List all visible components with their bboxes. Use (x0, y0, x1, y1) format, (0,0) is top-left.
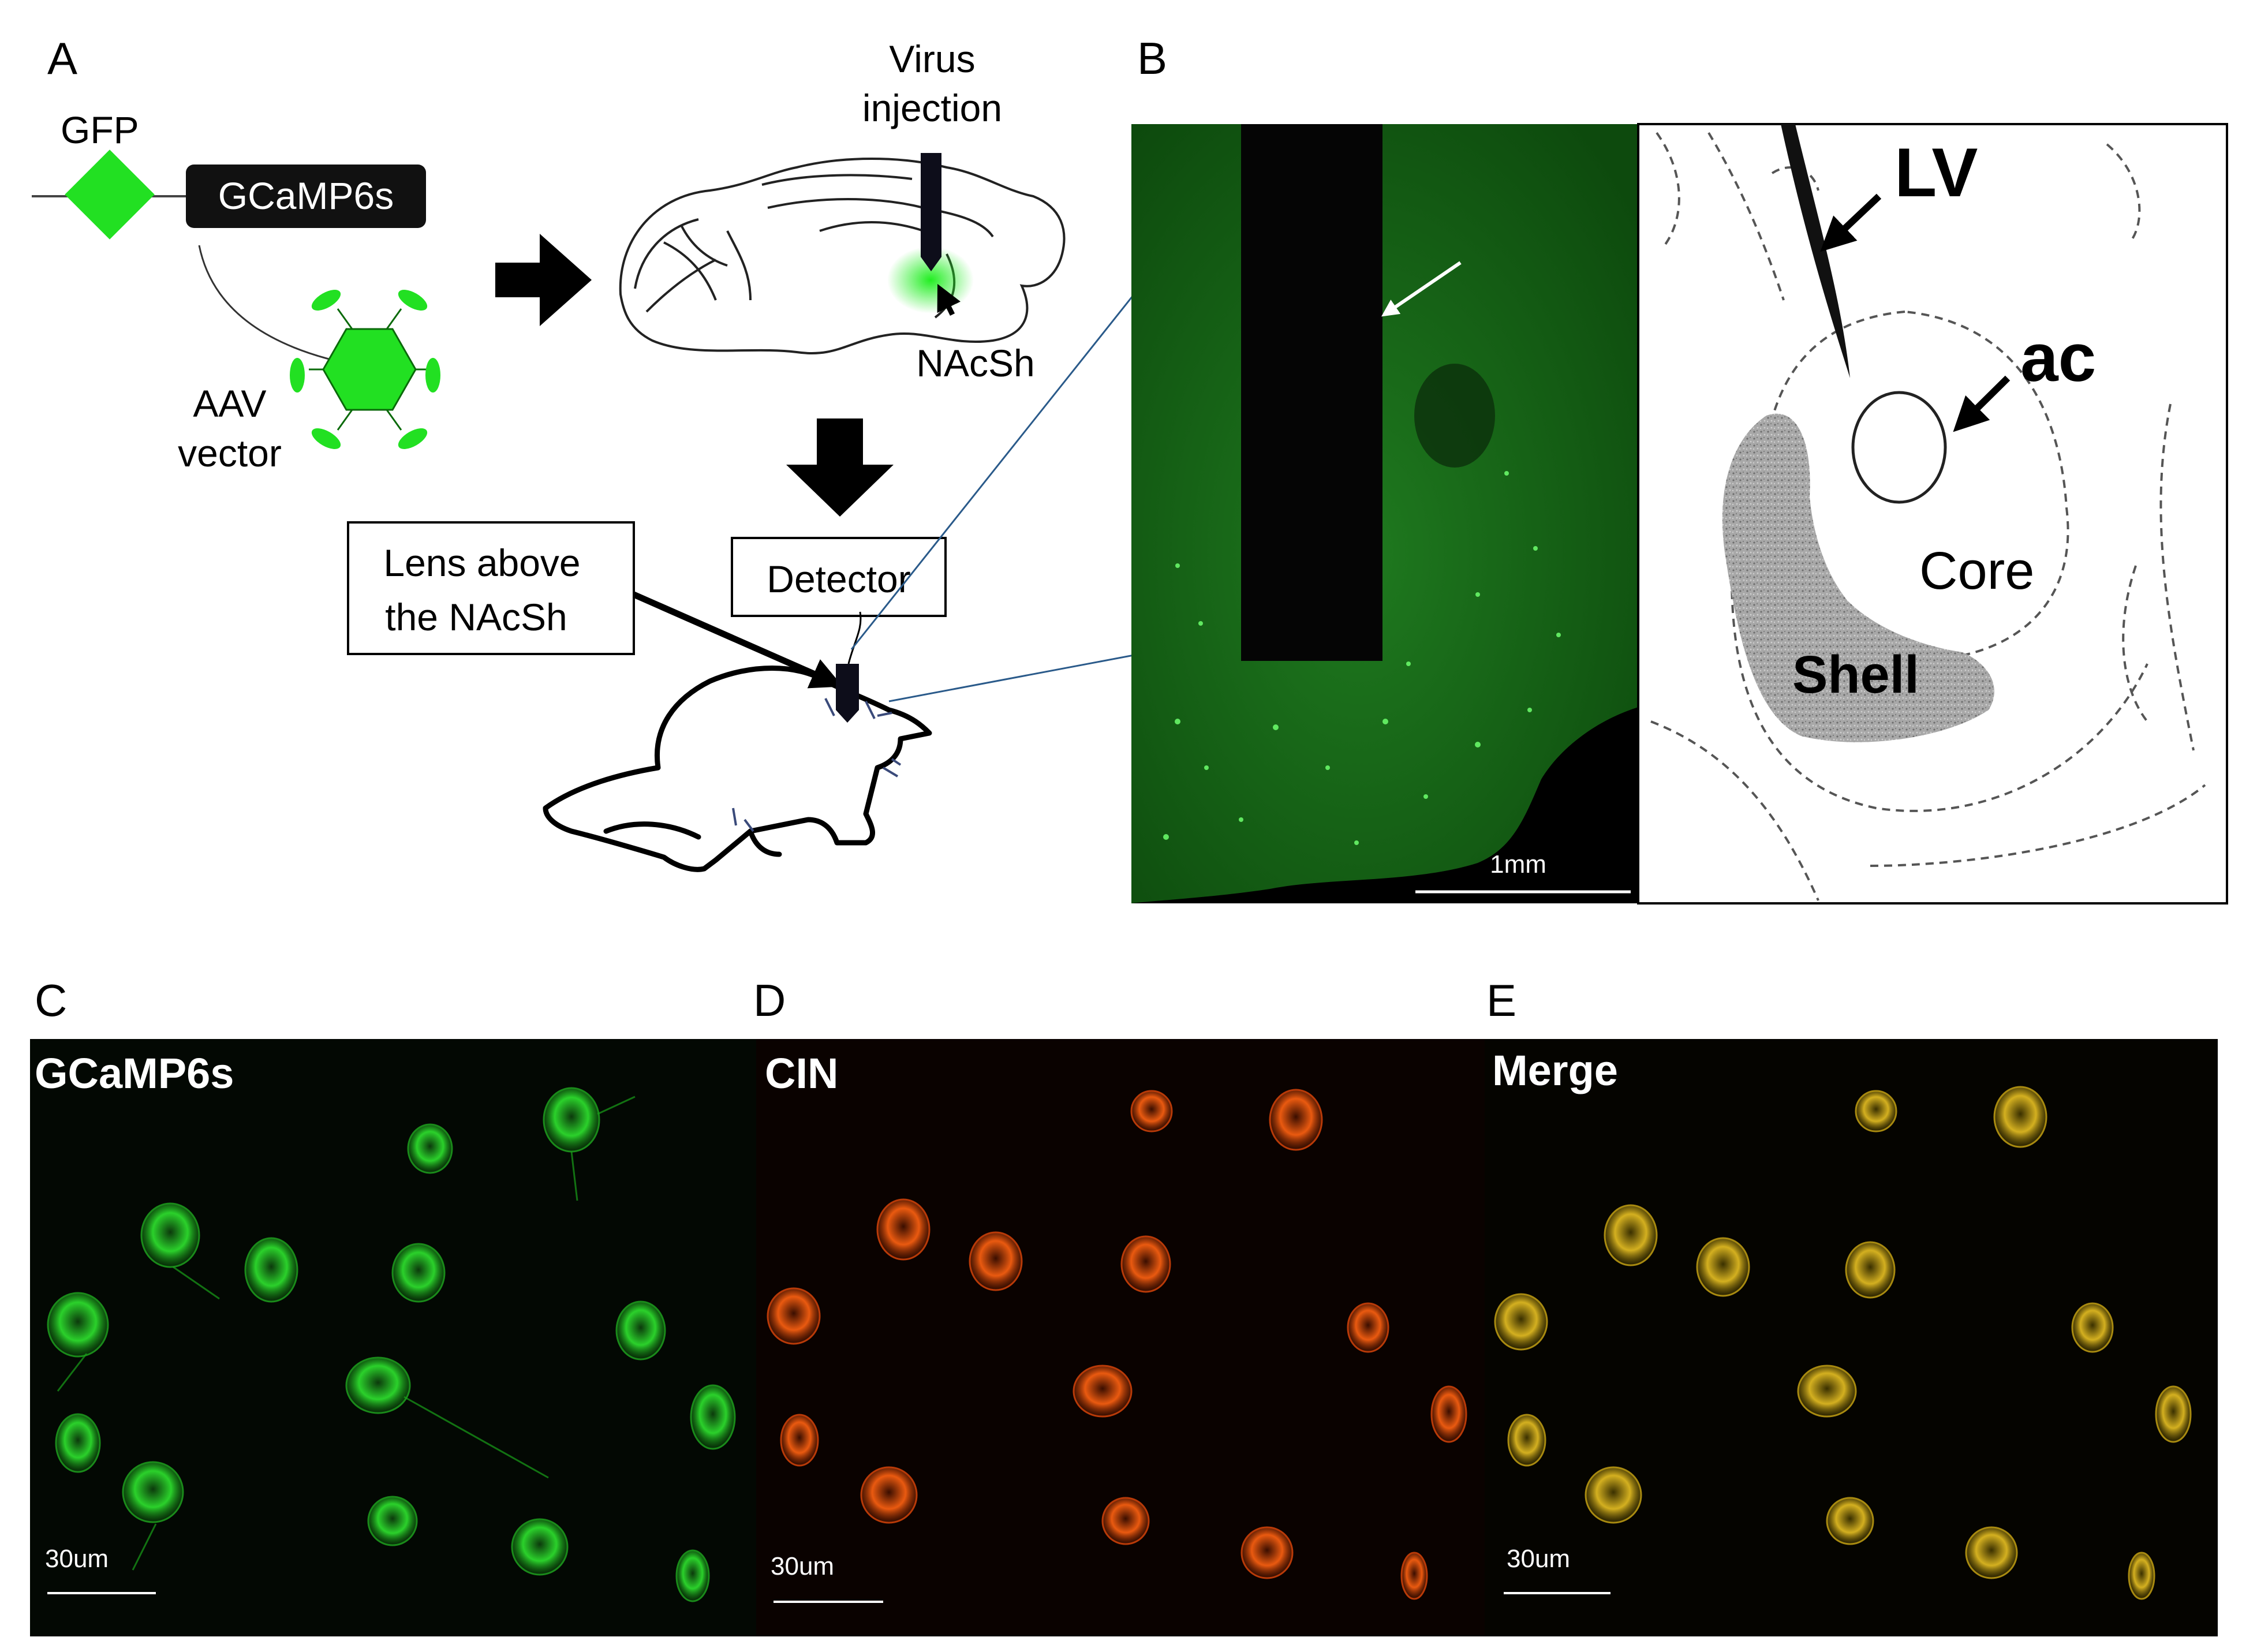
flow-arrow-right (495, 234, 592, 326)
channel-label-cin: CIN (765, 1049, 838, 1097)
mouse-implant (732, 664, 902, 832)
scale-bar-label-e: 30um (1507, 1545, 1570, 1573)
nacsh-label: NAcSh (916, 342, 1034, 384)
lv-pointer-arrow (1820, 193, 1882, 252)
panel-letter-d: D (753, 975, 786, 1026)
injection-needle (921, 153, 941, 257)
panel-e: E Merge 30um (1485, 975, 2218, 1636)
vector-label: vector (178, 432, 282, 474)
panel-c: C GCaMP6s 30um (30, 975, 756, 1636)
aav-label: AAV (193, 382, 266, 425)
shell-region (1722, 413, 1994, 742)
nacsh-pointer-arrow (937, 283, 961, 316)
panel-letter-c: C (35, 975, 67, 1026)
lens-pointer-arrow (632, 591, 843, 689)
scale-bar-label-d: 30um (771, 1552, 834, 1580)
anterior-commissure (1851, 391, 1947, 504)
aav-vector-icon: AAV vector (178, 290, 440, 474)
cells-gcamp (47, 1087, 736, 1602)
detector-callout: Detector (731, 537, 947, 664)
histology-white-arrow (1381, 261, 1462, 317)
panel-letter-a: A (47, 33, 77, 84)
atlas-diagram: LV ac Core Shell (1637, 123, 2228, 905)
panel-d: D CIN 30um (753, 975, 1485, 1636)
ac-pointer-arrow (1953, 375, 2011, 432)
panel-letter-b: B (1137, 33, 1167, 84)
core-label: Core (1919, 541, 2034, 600)
injection-label: injection (862, 87, 1002, 129)
virus-label: Virus (889, 38, 975, 80)
gfp-diamond (65, 149, 155, 240)
gcamp-box-label: GCaMP6s (218, 174, 394, 217)
lens-label-line1: Lens above (383, 541, 580, 584)
scale-bar-label-1mm: 1mm (1490, 850, 1546, 879)
scale-bar-label-c: 30um (45, 1545, 109, 1573)
channel-label-gcamp: GCaMP6s (35, 1049, 234, 1097)
lens-track (1241, 124, 1382, 661)
detector-label: Detector (767, 558, 910, 600)
panel-letter-e: E (1486, 975, 1516, 1026)
channel-label-merge: Merge (1492, 1046, 1618, 1094)
lens-callout: Lens above the NAcSh (347, 521, 843, 689)
flow-arrow-down (786, 418, 894, 517)
ac-label: ac (2020, 320, 2096, 396)
panel-a: A GFP GCaMP6s AAV (32, 33, 1242, 872)
lens-label-line2: the NAcSh (385, 596, 567, 638)
gcamp-box (186, 165, 426, 228)
lv-label: LV (1895, 134, 1978, 211)
histology-section: 1mm (1131, 124, 1638, 903)
gfp-label: GFP (61, 109, 139, 151)
panel-b: B 1mm (1131, 33, 2228, 905)
virus-injection: Virus injection NAcSh (862, 38, 1035, 384)
cells-cin (767, 1089, 1467, 1600)
lateral-ventricle (1781, 124, 1850, 378)
brain-sagittal-icon (619, 158, 1066, 355)
shell-label: Shell (1792, 645, 1919, 704)
mouse-icon (543, 666, 932, 872)
cells-merge (1494, 1086, 2192, 1600)
